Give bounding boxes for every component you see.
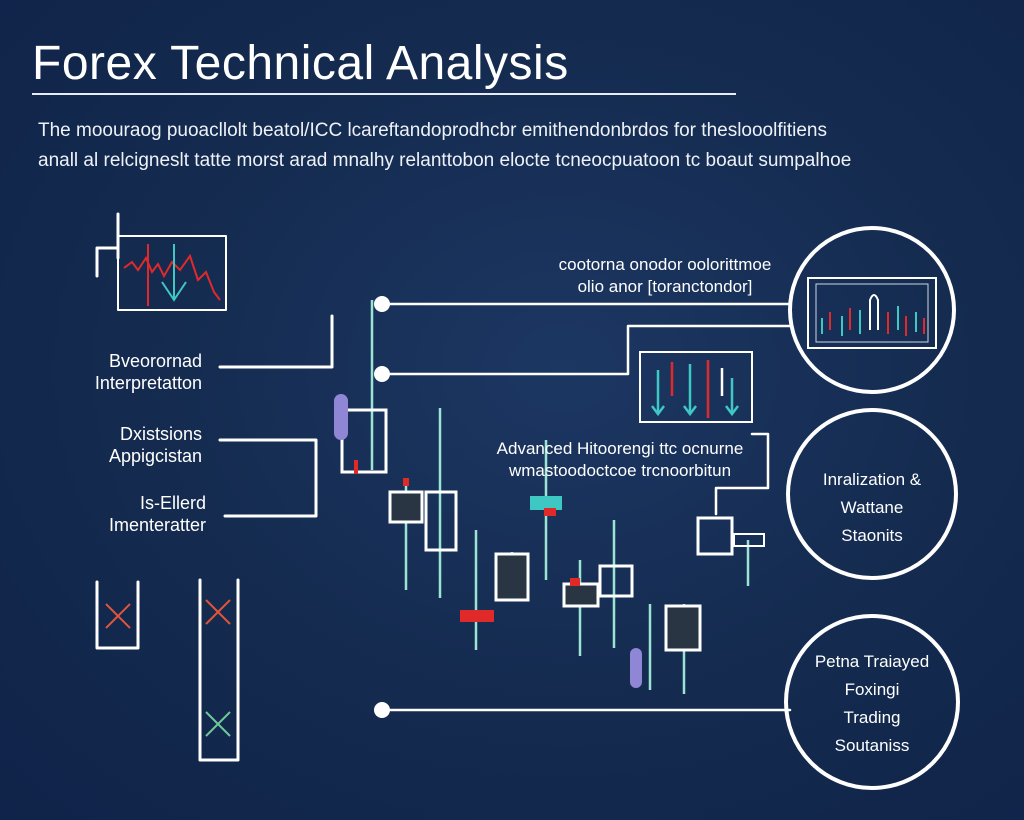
mini-chart-frame — [117, 235, 227, 311]
annotation-mid-line2: wmastoodoctcoe trcnoorbitun — [508, 461, 732, 480]
candle — [733, 533, 765, 547]
connector-annotation — [714, 432, 770, 516]
red-marker — [403, 478, 409, 486]
left-label-3-line2: Imenteratter — [108, 515, 206, 535]
purple-candle — [334, 394, 348, 440]
circle-chart-frame — [807, 277, 937, 349]
left-label-1: Bveorornad Interpretatton — [40, 350, 202, 394]
annotation-mid-line1: Advanced Hitoorengi ttc ocnurne — [496, 439, 744, 458]
circle-bottom-line2: Foxingi — [844, 680, 900, 699]
candle — [598, 564, 634, 598]
circle-mid-line3: Staonits — [841, 526, 903, 545]
intro-line-1: The moouraog puoacllolt beatol/ICC lcare… — [38, 120, 827, 141]
red-marker — [544, 508, 556, 516]
left-label-1-line2: Interpretatton — [94, 373, 202, 393]
annotation-top: cootorna onodor oolorittmoe olio anor [t… — [520, 254, 810, 298]
candle — [388, 490, 424, 524]
connector-mid-chart — [380, 324, 792, 376]
circle-mid-text: Inralization & Wattane Staonits — [796, 466, 948, 550]
left-label-3-line1: Is-Ellerd — [139, 493, 206, 513]
annotation-mid: Advanced Hitoorengi ttc ocnurne wmastood… — [470, 438, 770, 482]
red-marker — [354, 460, 358, 474]
intro-paragraph: The moouraog puoacllolt beatol/ICC lcare… — [38, 116, 988, 176]
circle-top — [788, 226, 956, 394]
circle-bottom-line4: Soutaniss — [834, 736, 910, 755]
red-marker — [570, 578, 580, 586]
left-label-1-line1: Bveorornad — [108, 351, 202, 371]
circle-bottom-line3: Trading — [843, 708, 901, 727]
left-label-3: Is-Ellerd Imenteratter — [40, 492, 206, 536]
node-bottom — [374, 702, 390, 718]
connector-label-1 — [218, 314, 334, 369]
mid-chart-arrowhead — [651, 405, 665, 417]
mini-chart-arrowhead — [161, 281, 187, 302]
mini-chart-line — [123, 253, 221, 301]
red-candle — [460, 610, 494, 622]
candle — [494, 552, 530, 602]
mid-chart-arrowhead — [725, 405, 739, 417]
left-label-2-line1: Dxistsions — [119, 424, 202, 444]
annotation-top-line2: olio anor [toranctondor] — [577, 277, 753, 296]
teal-candle — [530, 496, 562, 510]
left-label-2-line2: Appigcistan — [108, 446, 202, 466]
circle-bottom-text: Petna Traiayed Foxingi Trading Soutaniss — [796, 648, 948, 760]
candle — [562, 582, 600, 608]
node-mid — [374, 366, 390, 382]
bracket-small — [95, 580, 140, 650]
circle-chart-inner — [815, 283, 929, 343]
intro-line-2: anall al relcigneslt tatte morst arad mn… — [38, 150, 852, 171]
circle-mid-line2: Wattane — [840, 498, 904, 517]
purple-candle — [630, 648, 642, 688]
x-mark-green — [205, 711, 231, 737]
x-mark-red — [105, 603, 131, 629]
page-title: Forex Technical Analysis — [32, 37, 569, 90]
annotation-top-line1: cootorna onodor oolorittmoe — [558, 255, 772, 274]
connector-label-2 — [218, 438, 318, 518]
left-label-2: Dxistsions Appigcistan — [40, 423, 202, 467]
title-underline — [32, 93, 736, 95]
candle — [424, 490, 458, 552]
candle — [664, 604, 702, 652]
circle-mid — [786, 408, 958, 580]
mini-chart-bracket — [95, 212, 120, 278]
circle-mid-line1: Inralization & — [822, 470, 922, 489]
circle-bottom-line1: Petna Traiayed — [814, 652, 930, 671]
circle-bottom — [784, 614, 960, 790]
mid-chart-arrowhead — [683, 405, 697, 417]
candle — [340, 408, 388, 474]
node-top — [374, 296, 390, 312]
bracket-tall — [198, 578, 240, 762]
candle — [696, 516, 734, 556]
mid-chart-frame — [639, 351, 753, 423]
circle-chart-spike — [869, 294, 879, 330]
x-mark-red — [205, 599, 231, 625]
